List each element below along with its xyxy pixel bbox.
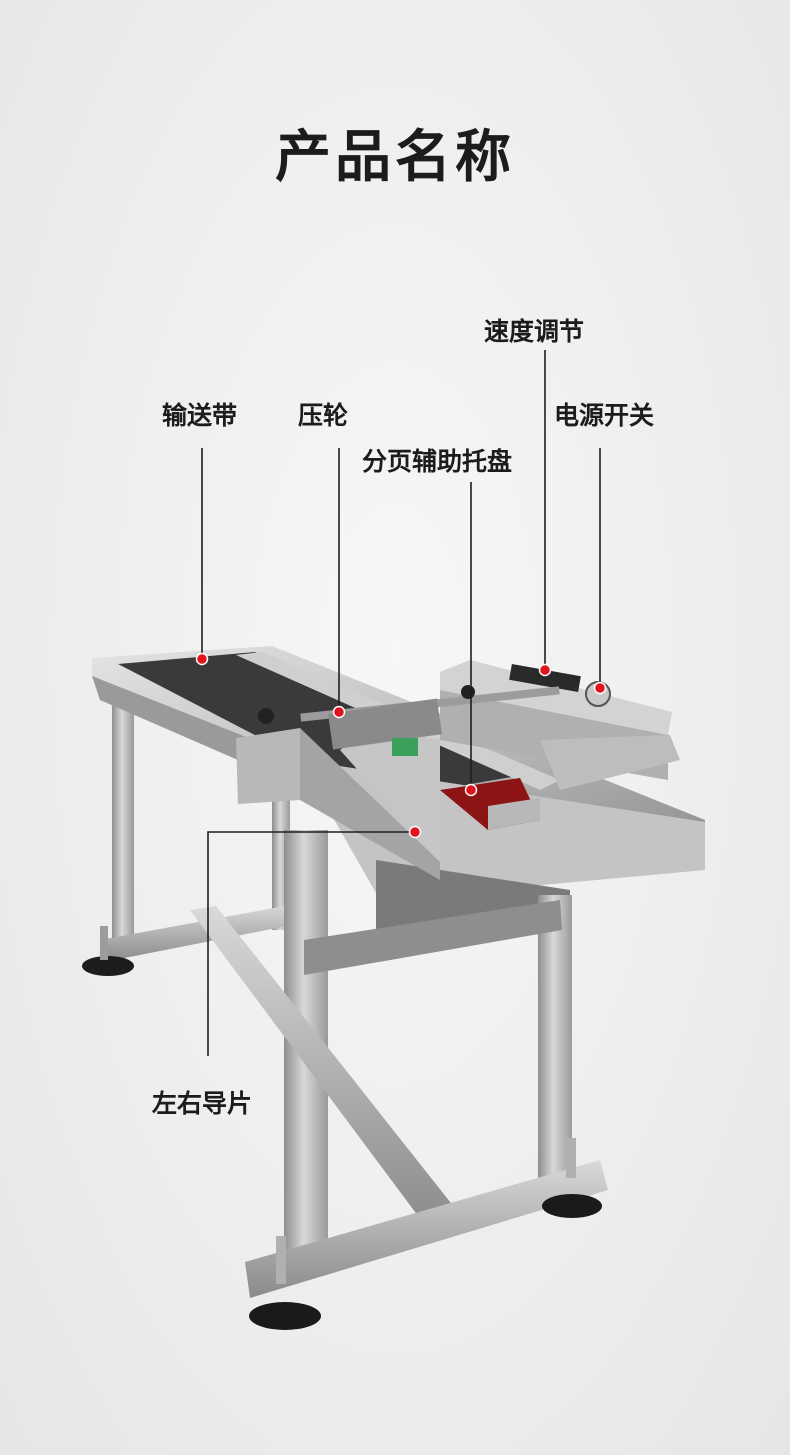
- leader-lines: [201, 350, 601, 1056]
- label-side-guides: 左右导片: [152, 1089, 253, 1118]
- label-power-switch: 电源开关: [554, 401, 655, 430]
- front-frame: [190, 830, 608, 1330]
- side-guides: [236, 726, 680, 880]
- label-speed-control: 速度调节: [484, 317, 585, 346]
- marker-power-switch: [593, 681, 607, 695]
- marker-paging-tray: [464, 783, 478, 797]
- label-pressure-wheel: 压轮: [298, 401, 349, 430]
- marker-pressure-wheel: [332, 705, 346, 719]
- label-conveyor: 输送带: [162, 401, 238, 430]
- marker-speed-control: [538, 663, 552, 677]
- pressure-wheel-assembly: [258, 685, 560, 756]
- callout-markers: [195, 652, 607, 839]
- marker-conveyor: [195, 652, 209, 666]
- label-paging-tray: 分页辅助托盘: [362, 447, 513, 476]
- page-title: 产品名称: [275, 125, 515, 190]
- marker-side-guides: [408, 825, 422, 839]
